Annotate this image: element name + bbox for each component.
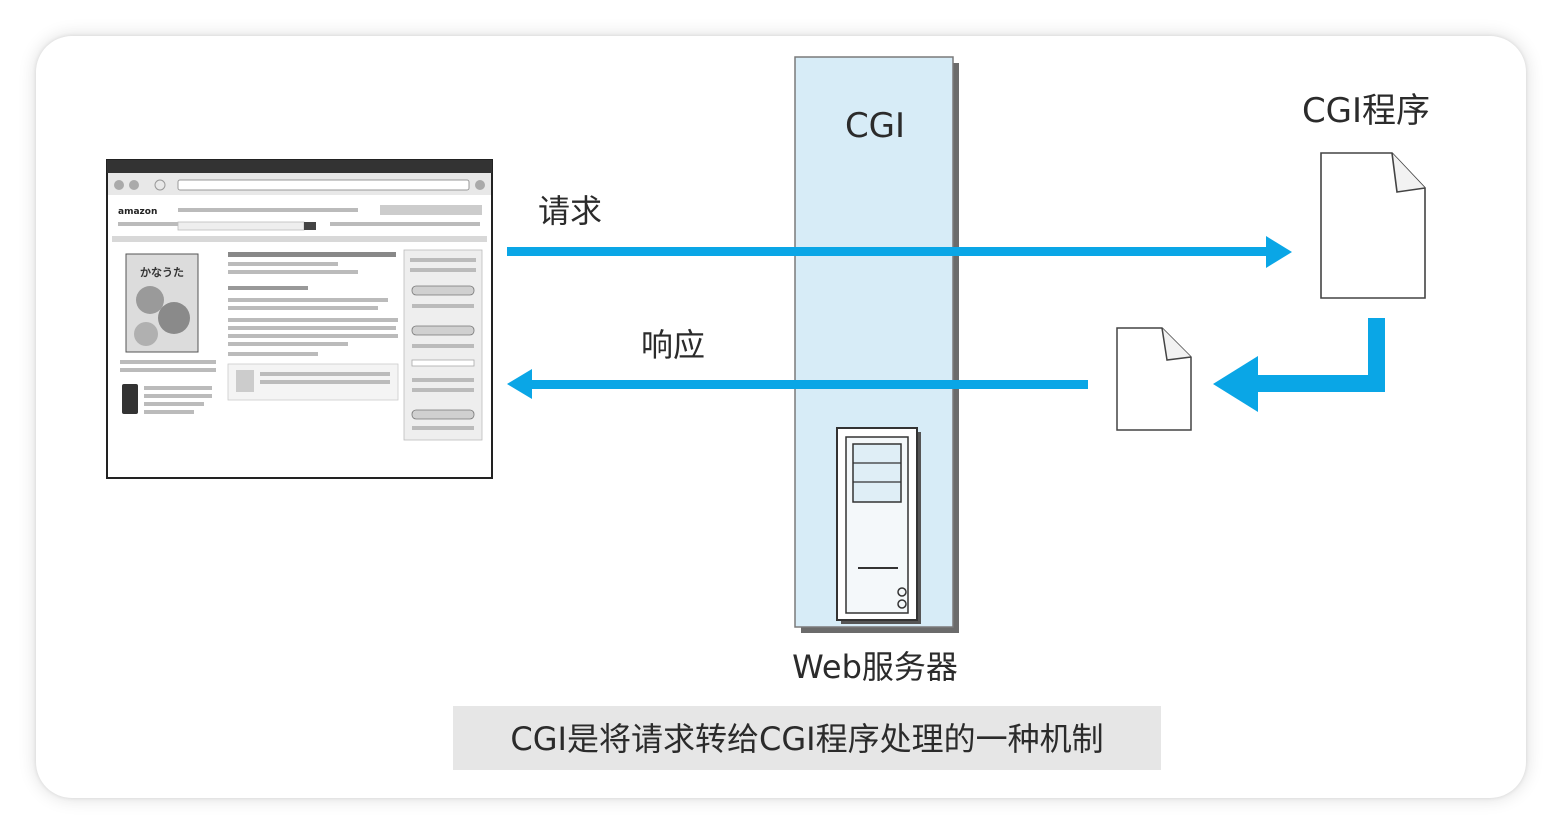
page-line	[228, 318, 398, 322]
page-line	[118, 222, 178, 226]
product-image-title: かなうた	[140, 266, 184, 279]
page-line	[144, 394, 212, 398]
tower-button	[897, 587, 907, 597]
page-line	[228, 262, 338, 266]
return-arrow-horizontal	[1252, 375, 1385, 392]
browser-titlebar	[107, 160, 492, 173]
webserver-label: Web服务器	[792, 648, 958, 686]
page-line	[410, 268, 476, 272]
program-document-icon	[1320, 152, 1426, 299]
program-label: CGI程序	[1302, 91, 1430, 131]
page-line	[330, 222, 480, 226]
output-document-fold	[1161, 327, 1192, 361]
return-arrow-head	[1213, 356, 1258, 412]
product-image-art	[134, 322, 158, 346]
request-arrow-head	[1266, 236, 1292, 268]
tower-bay	[852, 443, 902, 503]
request-arrow-shaft	[507, 247, 1269, 256]
response-arrow	[507, 369, 1088, 399]
page-line	[144, 410, 194, 414]
page-search-box	[177, 221, 305, 231]
page-line	[144, 386, 212, 390]
page-line	[228, 252, 396, 257]
site-logo: amazon	[118, 207, 157, 217]
page-line	[228, 334, 398, 338]
cgi-server-column: CGI	[794, 56, 959, 633]
page-line	[412, 304, 474, 308]
caption-text: CGI是将请求转给CGI程序处理的一种机制	[510, 720, 1103, 758]
page-line	[228, 298, 388, 302]
server-tower-icon	[836, 427, 921, 624]
request-arrow	[507, 236, 1292, 268]
page-line	[228, 342, 348, 346]
output-document	[1116, 327, 1192, 431]
page-line	[120, 360, 216, 364]
product-image-art	[136, 286, 164, 314]
caption-background	[453, 706, 1161, 770]
page-line	[412, 426, 474, 430]
page-line	[228, 352, 318, 356]
page-line	[120, 368, 216, 372]
page-line	[412, 378, 474, 382]
page-line	[228, 270, 358, 274]
forward-icon	[129, 180, 139, 190]
page-promo-image	[236, 370, 254, 392]
buy-button	[411, 325, 475, 336]
tower-button	[897, 599, 907, 609]
browser-window: amazon かなうた	[106, 159, 493, 479]
product-image-art	[158, 302, 190, 334]
page-line	[228, 326, 396, 330]
program-document-fold	[1391, 152, 1426, 193]
browser-menu-icon	[475, 180, 485, 190]
back-icon	[114, 180, 124, 190]
caption-box: CGI是将请求转给CGI程序处理的一种机制	[453, 706, 1161, 770]
page-line	[178, 208, 358, 212]
buy-button	[411, 285, 475, 296]
response-arrow-shaft	[530, 380, 1088, 389]
page-line	[228, 306, 378, 310]
page-line	[228, 286, 308, 290]
browser-address-bar	[177, 179, 470, 191]
page-search-button	[304, 222, 316, 230]
page-nav-bar	[112, 236, 487, 242]
page-line	[412, 388, 474, 392]
reload-icon	[154, 179, 166, 191]
page-line	[411, 359, 475, 367]
return-arrow-vertical	[1368, 318, 1385, 392]
page-line	[412, 344, 474, 348]
page-line	[380, 205, 482, 215]
buy-button	[411, 409, 475, 420]
output-document-icon	[1116, 327, 1192, 431]
page-line	[260, 372, 390, 376]
response-arrow-head	[507, 369, 532, 399]
response-label: 响应	[641, 326, 705, 364]
return-arrow	[1213, 318, 1385, 412]
device-image	[122, 384, 138, 414]
request-label: 请求	[538, 192, 602, 230]
page-line	[144, 402, 204, 406]
page-line	[410, 258, 476, 262]
page-line	[260, 380, 390, 384]
server-label: CGI	[845, 106, 905, 146]
